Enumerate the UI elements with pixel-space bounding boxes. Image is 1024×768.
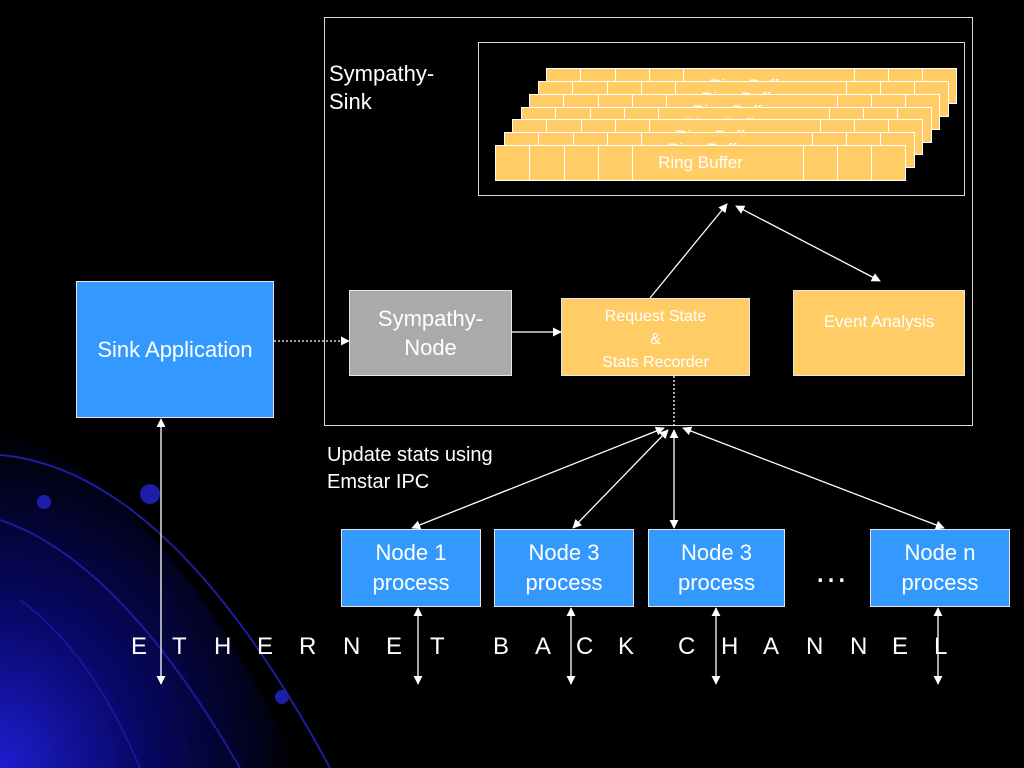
- ring-buffer-cell-divider: [632, 146, 633, 180]
- sink-application-box: Sink Application: [76, 281, 274, 418]
- ethernet-letter: H: [214, 633, 232, 660]
- ring-buffer-label: Ring Buffer: [658, 153, 743, 172]
- node-process-label: Node 3 process: [677, 540, 756, 595]
- ethernet-letter: A: [763, 633, 780, 660]
- sympathy-node-label: Sympathy- Node: [377, 306, 484, 360]
- ring-buffer-cell-divider: [598, 146, 599, 180]
- sink-application-label: Sink Application: [97, 336, 253, 362]
- ethernet-letter: E: [131, 633, 148, 660]
- ring-buffer-cell-divider: [564, 146, 565, 180]
- node-process-box: Node n process: [870, 529, 1010, 607]
- ring-buffer-cell-divider: [803, 146, 804, 180]
- ethernet-letter: C: [576, 633, 594, 660]
- ethernet-letter: L: [934, 633, 948, 660]
- sympathy-sink-container: [324, 17, 973, 426]
- ring-buffer-cell-divider: [871, 146, 872, 180]
- ethernet-letter: N: [806, 633, 824, 660]
- node-process-label: Node 3 process: [525, 540, 603, 595]
- ethernet-letter: E: [257, 633, 274, 660]
- request-state-recorder-box: Request State & Stats Recorder: [561, 298, 750, 376]
- ethernet-letter: N: [850, 633, 868, 660]
- ethernet-letter: T: [172, 633, 187, 660]
- ethernet-letter: A: [535, 633, 552, 660]
- node-process-box: Node 3 process: [494, 529, 634, 607]
- ethernet-letter: E: [386, 633, 403, 660]
- node-process-label: Node 1 process: [372, 540, 450, 595]
- request-state-recorder-label: Request State & Stats Recorder: [602, 308, 709, 371]
- ethernet-letter: R: [299, 633, 317, 660]
- ring-buffer-cell-divider: [837, 146, 838, 180]
- node-process-box: Node 3 process: [648, 529, 785, 607]
- ellipsis-label: …: [814, 552, 848, 590]
- ring-buffer: Ring Buffer: [495, 145, 906, 181]
- ethernet-letter: H: [721, 633, 739, 660]
- ethernet-letter: T: [430, 633, 445, 660]
- node-process-box: Node 1 process: [341, 529, 481, 607]
- ethernet-letter: C: [678, 633, 696, 660]
- sympathy-node-box: Sympathy- Node: [349, 290, 512, 376]
- ethernet-letter: K: [618, 633, 635, 660]
- ring-buffer-cell-divider: [529, 146, 530, 180]
- ring-buffer-container: [478, 42, 965, 196]
- event-analysis-box: Event Analysis: [793, 290, 965, 376]
- event-analysis-label: Event Analysis: [823, 312, 935, 331]
- ethernet-letter: E: [892, 633, 909, 660]
- sympathy-sink-label: Sympathy- Sink: [329, 61, 435, 114]
- ethernet-letter: N: [343, 633, 361, 660]
- ethernet-letter: B: [493, 633, 510, 660]
- update-stats-label: Update stats using Emstar IPC: [327, 444, 493, 493]
- node-process-label: Node n process: [901, 540, 979, 595]
